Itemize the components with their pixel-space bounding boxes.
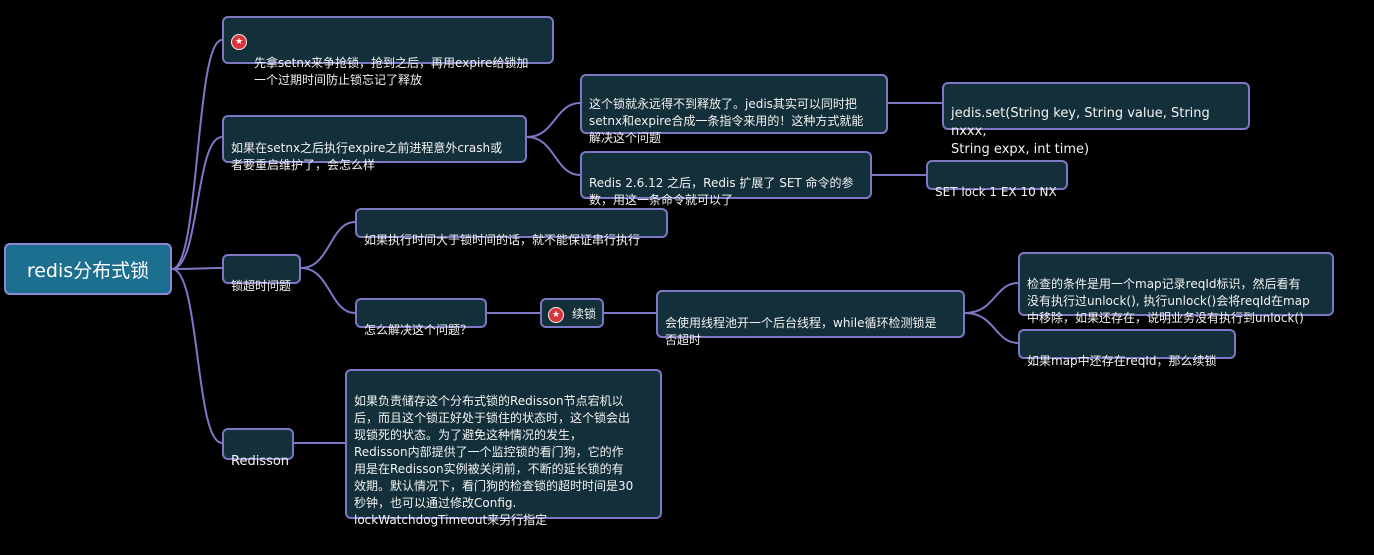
node-set-lock-cmd[interactable]: SET lock 1 EX 10 NX [926, 160, 1068, 199]
node-how-solve[interactable]: 怎么解决这个问题？ [355, 298, 487, 337]
root-label: redis分布式锁 [26, 259, 150, 282]
node-setnx-expire-text: 先拿setnx来争抢锁，抢到之后，再用expire给锁加 一个过期时间防止锁忘记… [254, 56, 529, 87]
node-thread-pool[interactable]: 会使用线程池开一个后台线程，while循环检测锁是 否超时 [656, 290, 965, 347]
node-redisson-detail[interactable]: 如果负责储存这个分布式锁的Redisson节点宕机以 后，而且这个锁正好处于锁住… [345, 369, 662, 527]
node-lock-timeout-text: 锁超时问题 [231, 279, 292, 293]
node-jedis-set-text: jedis.set(String key, String value, Stri… [951, 106, 1210, 157]
node-never-release[interactable]: 这个锁就永远得不到释放了。jedis其实可以同时把 setnx和expire合成… [580, 74, 888, 145]
node-redisson-text: Redisson [231, 454, 290, 469]
node-redis-extended-text: Redis 2.6.12 之后，Redis 扩展了 SET 命令的参 数，用这一… [589, 176, 854, 207]
node-crash-question-text: 如果在setnx之后执行expire之前进程意外crash或 者要重启维护了，会… [231, 141, 503, 172]
node-timeout-exceed-text: 如果执行时间大于锁时间的话，就不能保证串行执行 [364, 233, 641, 247]
star-icon: ★ [548, 307, 564, 323]
node-how-solve-text: 怎么解决这个问题？ [364, 323, 473, 337]
node-jedis-set[interactable]: jedis.set(String key, String value, Stri… [942, 82, 1250, 157]
star-icon: ★ [231, 34, 247, 50]
node-redis-extended[interactable]: Redis 2.6.12 之后，Redis 扩展了 SET 命令的参 数，用这一… [580, 151, 872, 207]
node-map-renew-text: 如果map中还存在reqId，那么续锁 [1027, 354, 1217, 368]
node-redisson[interactable]: Redisson [222, 428, 294, 469]
node-map-renew[interactable]: 如果map中还存在reqId，那么续锁 [1018, 329, 1236, 368]
node-set-lock-cmd-text: SET lock 1 EX 10 NX [935, 185, 1057, 199]
node-lock-timeout[interactable]: 锁超时问题 [222, 254, 301, 293]
node-thread-pool-text: 会使用线程池开一个后台线程，while循环检测锁是 否超时 [665, 316, 937, 347]
node-setnx-expire[interactable]: ★ 先拿setnx来争抢锁，抢到之后，再用expire给锁加 一个过期时间防止锁… [222, 16, 554, 87]
node-crash-question[interactable]: 如果在setnx之后执行expire之前进程意外crash或 者要重启维护了，会… [222, 115, 527, 172]
node-renew-text: 续锁 [572, 307, 597, 321]
root-node[interactable]: redis分布式锁 [4, 243, 172, 295]
node-timeout-exceed[interactable]: 如果执行时间大于锁时间的话，就不能保证串行执行 [355, 208, 668, 247]
node-check-condition-text: 检查的条件是用一个map记录reqId标识，然后看有 没有执行过unlock()… [1027, 277, 1310, 325]
node-redisson-detail-text: 如果负责储存这个分布式锁的Redisson节点宕机以 后，而且这个锁正好处于锁住… [354, 394, 634, 527]
node-never-release-text: 这个锁就永远得不到释放了。jedis其实可以同时把 setnx和expire合成… [589, 97, 864, 145]
node-renew[interactable]: ★ 续锁 [540, 298, 604, 328]
node-check-condition[interactable]: 检查的条件是用一个map记录reqId标识，然后看有 没有执行过unlock()… [1018, 252, 1334, 325]
